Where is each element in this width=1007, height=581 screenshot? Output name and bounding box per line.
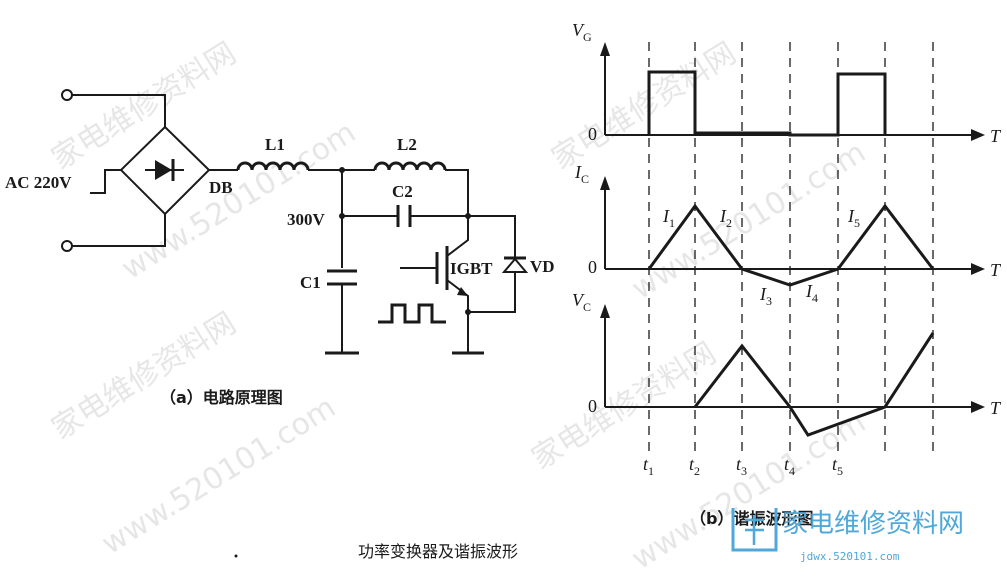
vc-zero-label: 0: [588, 396, 597, 416]
watermark-text: 家电维修资料网: [46, 36, 243, 177]
ac-terminal-top: [61, 89, 73, 101]
capacitor-c2: [342, 205, 516, 260]
ic-axis-label: IC: [574, 162, 589, 186]
vg-waveform: [647, 70, 887, 137]
vg-time-label: T: [990, 126, 1002, 146]
t4-label: t4: [784, 454, 795, 478]
logo-text: 家电维修资料网: [782, 509, 964, 539]
i4-label: I4: [805, 281, 818, 305]
ic-zero-label: 0: [588, 257, 597, 277]
vd-label: VD: [530, 257, 555, 276]
i1-label: I1: [662, 206, 675, 230]
circuit-diagram: AC 220V DB L1 L2 300V C2: [5, 89, 555, 407]
c2-label: C2: [392, 182, 413, 201]
vg-zero-label: 0: [588, 124, 597, 144]
ac-wire-top: [72, 94, 166, 127]
vc-waveform: [693, 332, 935, 437]
figure-title: 功率变换器及谐振波形: [358, 542, 518, 561]
l1-label: L1: [265, 135, 285, 154]
waveform-diagram: VG 0 T IC 0 T I1 I2 I3 I4 I5 VC 0 T: [572, 20, 1002, 528]
i2-label: I2: [719, 206, 732, 230]
vc-axis-label: VC: [572, 290, 591, 314]
t2-label: t2: [689, 454, 700, 478]
l2-label: L2: [397, 135, 417, 154]
300v-label: 300V: [287, 210, 326, 229]
i3-label: I3: [759, 284, 772, 308]
watermark-text: www.520101.com: [96, 390, 342, 562]
bridge-rectifier: [90, 125, 238, 216]
t3-label: t3: [736, 454, 747, 478]
t1-label: t1: [643, 454, 654, 478]
vg-axis-label: VG: [572, 20, 592, 44]
ac-voltage-label: AC 220V: [5, 173, 72, 192]
capacitor-c1: [325, 269, 359, 355]
gate-pulse-icon: [378, 303, 446, 324]
logo-icon: [731, 508, 778, 552]
db-label: DB: [209, 178, 233, 197]
vc-time-label: T: [990, 398, 1002, 418]
inductor-l2: [373, 161, 469, 216]
t5-label: t5: [832, 454, 843, 478]
igbt-label: IGBT: [450, 259, 493, 278]
ac-wire-bottom: [72, 214, 166, 247]
site-logo: 家电维修资料网 jdwx.520101.com: [731, 508, 964, 563]
waveform-caption: （b）谐振波形图: [690, 509, 813, 528]
ac-terminal-bottom: [61, 240, 73, 252]
watermark: 家电维修资料网 www.520101.com 家电维修资料网 www.52010…: [46, 36, 872, 577]
diode-vd: [468, 256, 529, 313]
logo-url: jdwx.520101.com: [800, 550, 900, 563]
i5-label: I5: [847, 206, 860, 230]
ic-axis: [600, 176, 985, 275]
circuit-caption: （a）电路原理图: [160, 388, 283, 407]
ic-time-label: T: [990, 260, 1002, 280]
watermark-text: 家电维修资料网: [46, 306, 243, 447]
igbt-transistor: [400, 216, 484, 355]
c1-label: C1: [300, 273, 321, 292]
ic-waveform: [647, 203, 935, 287]
watermark-text: 家电维修资料网: [546, 36, 743, 177]
